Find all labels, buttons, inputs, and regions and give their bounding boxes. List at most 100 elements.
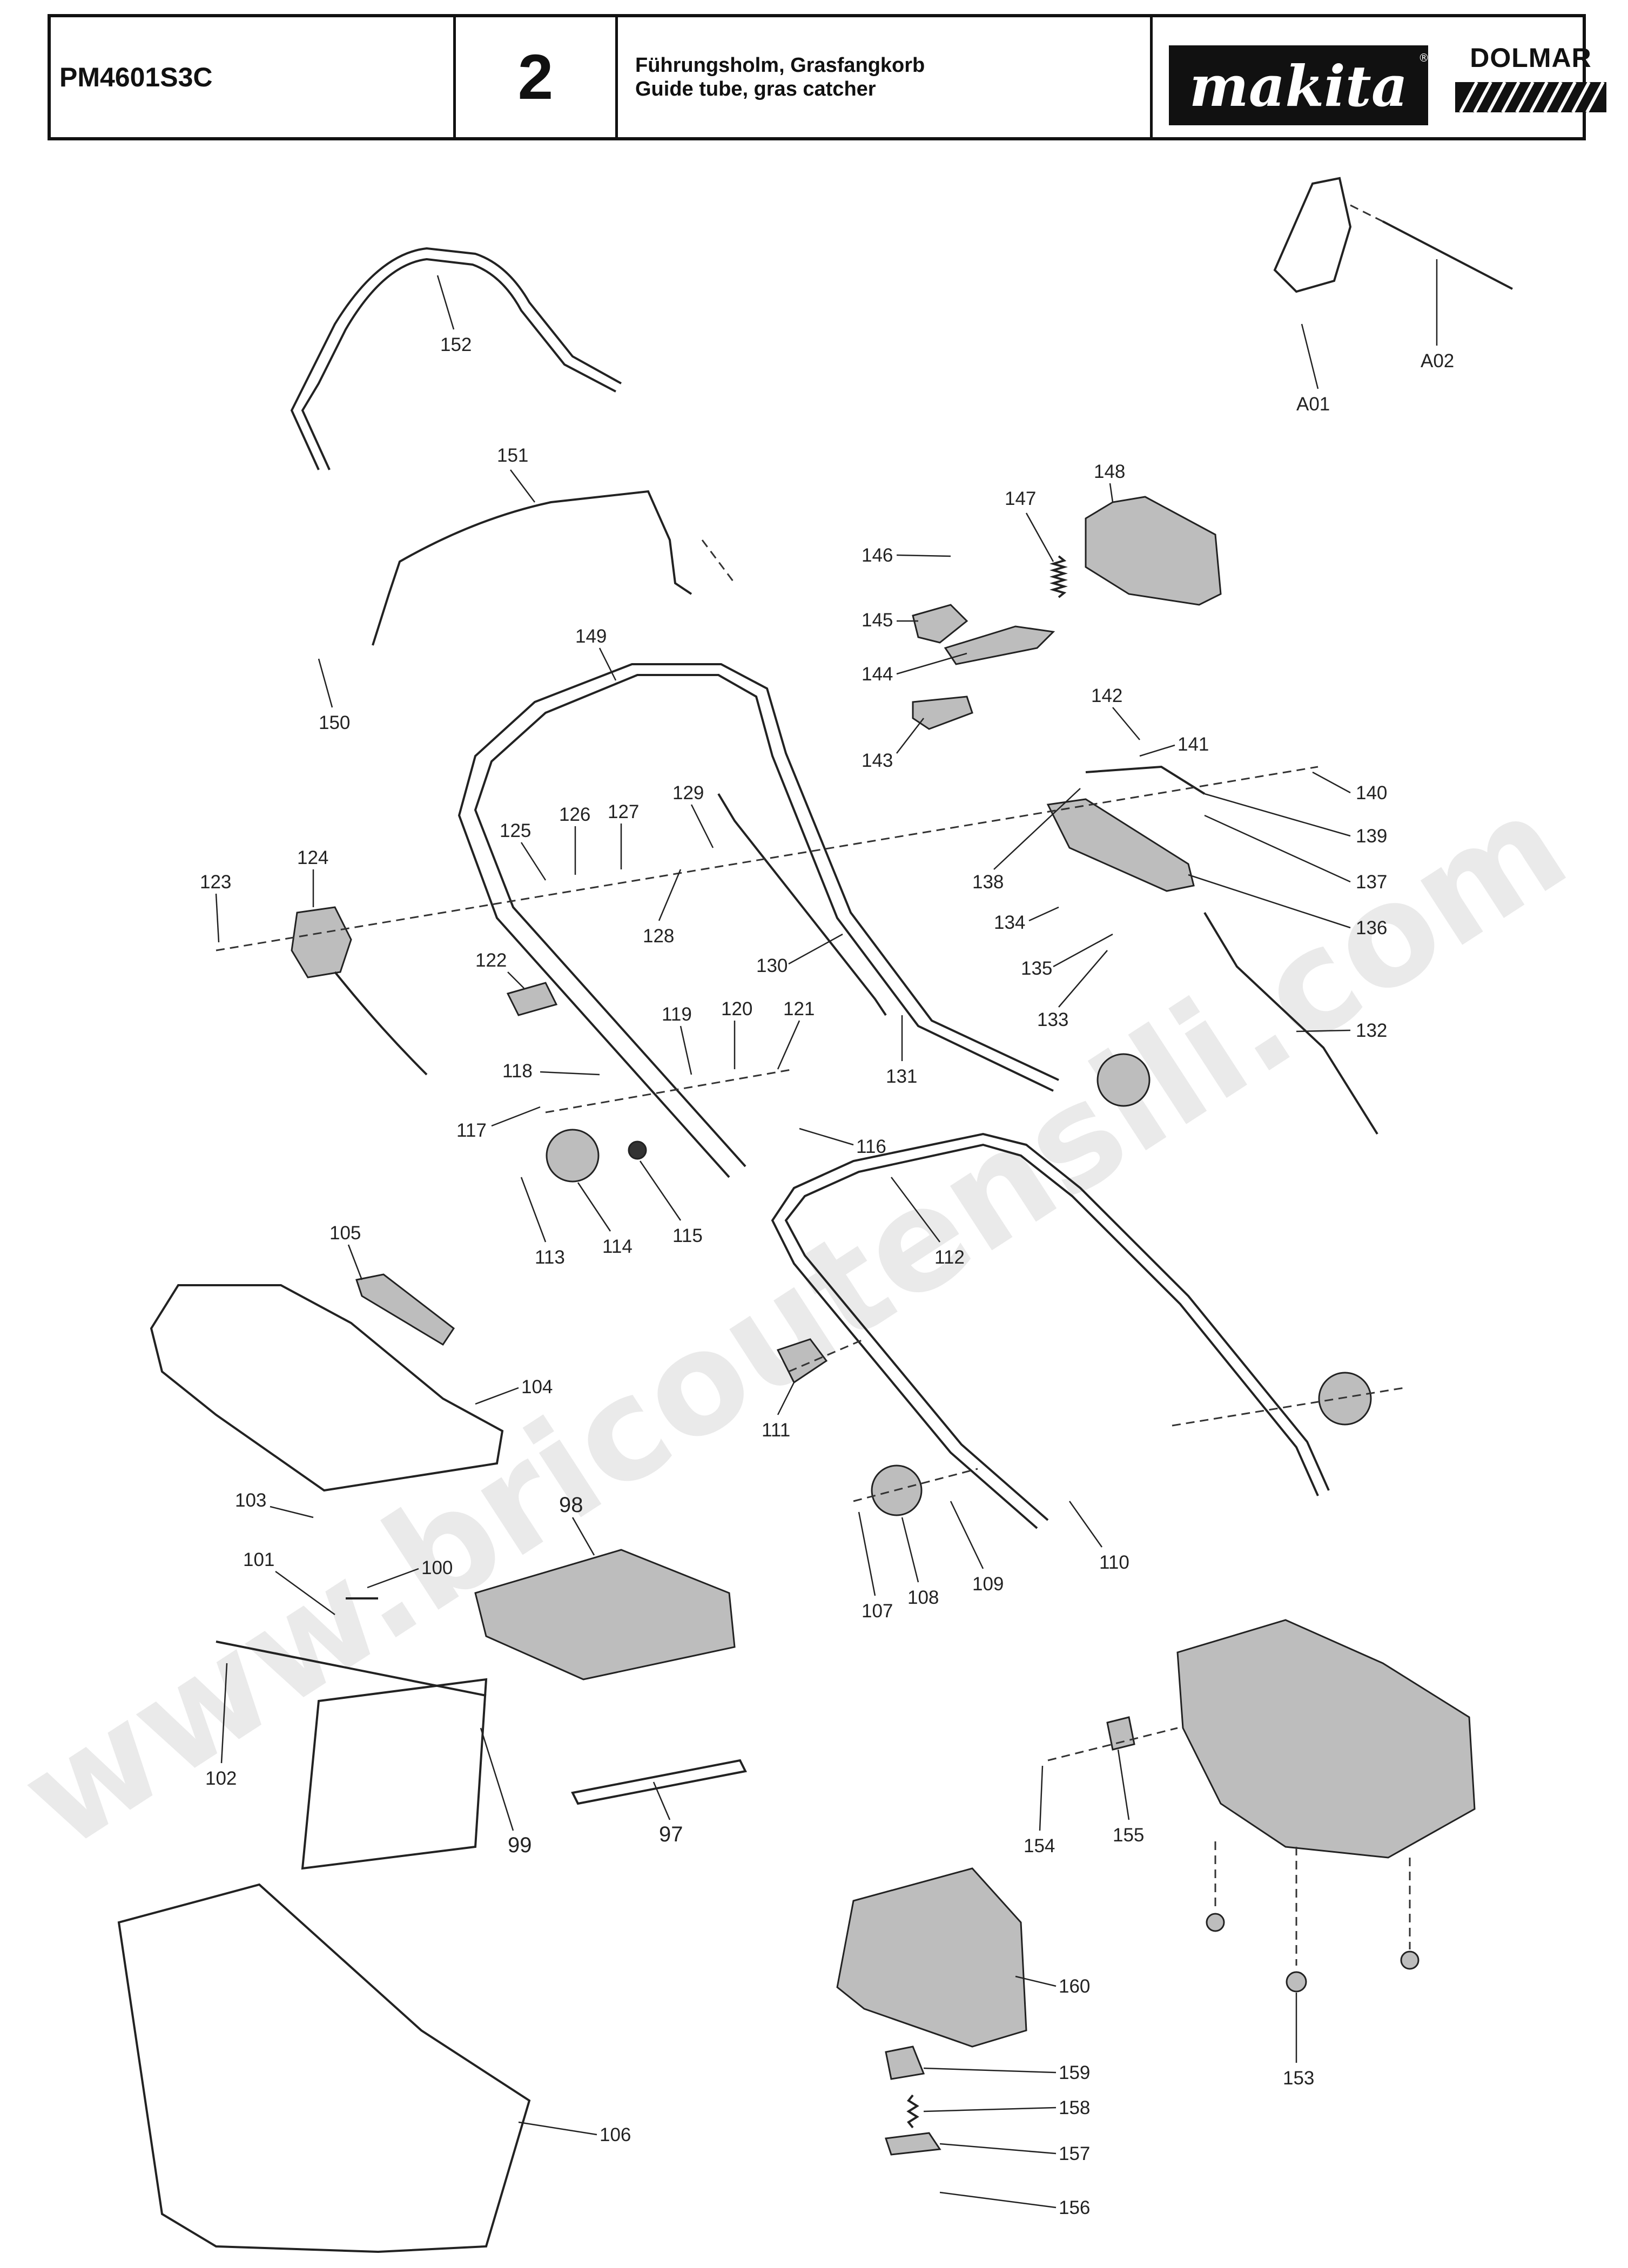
label-157: 157 <box>939 2143 1090 2164</box>
label-145: 145 <box>862 610 918 631</box>
makita-logo-text: makita <box>1189 53 1408 119</box>
label-129: 129 <box>672 782 714 848</box>
label-124: 124 <box>297 847 328 907</box>
label-121: 121 <box>777 998 815 1070</box>
part-104-catcher-top <box>150 1284 504 1492</box>
svg-text:110: 110 <box>1099 1552 1129 1573</box>
title-block: PM4601S3C 2 Führungsholm, Grasfangkorb G… <box>48 14 1606 140</box>
label-138: 138 <box>972 788 1081 893</box>
label-153: 153 <box>1283 1993 1314 2089</box>
label-112: 112 <box>891 1177 965 1268</box>
svg-text:107: 107 <box>862 1601 893 1622</box>
dolmar-stripes <box>1455 82 1606 112</box>
svg-text:98: 98 <box>559 1493 583 1517</box>
svg-text:99: 99 <box>508 1833 532 1857</box>
label-113: 113 <box>520 1177 565 1268</box>
svg-text:97: 97 <box>659 1823 683 1846</box>
label-97: 97 <box>652 1781 683 1846</box>
part-143-grip <box>912 696 973 730</box>
svg-text:138: 138 <box>972 872 1004 893</box>
label-101: 101 <box>243 1549 335 1616</box>
model-number: PM4601S3C <box>51 17 456 137</box>
svg-text:126: 126 <box>559 804 590 825</box>
svg-text:A01: A01 <box>1296 394 1330 415</box>
svg-text:132: 132 <box>1356 1020 1387 1041</box>
part-136-plate <box>1046 798 1195 892</box>
svg-text:128: 128 <box>643 926 674 947</box>
svg-text:156: 156 <box>1059 2197 1090 2218</box>
svg-text:115: 115 <box>672 1225 703 1246</box>
svg-text:148: 148 <box>1094 461 1125 482</box>
label-152: 152 <box>436 275 472 355</box>
part-157-bracket <box>884 2132 941 2156</box>
part-122-clip <box>506 982 558 1016</box>
svg-text:100: 100 <box>421 1557 453 1578</box>
label-154: 154 <box>1024 1765 1055 1857</box>
svg-text:144: 144 <box>862 664 893 685</box>
label-160: 160 <box>1015 1975 1090 1997</box>
svg-text:146: 146 <box>862 545 893 566</box>
svg-text:157: 157 <box>1059 2143 1090 2164</box>
label-115: 115 <box>639 1160 703 1246</box>
svg-text:160: 160 <box>1059 1976 1090 1997</box>
part-A02-rod <box>1382 220 1513 290</box>
label-150: 150 <box>318 658 350 733</box>
part-158-spring <box>906 2094 919 2129</box>
label-159: 159 <box>923 2062 1090 2083</box>
part-130-cable <box>717 793 887 1016</box>
part-106-grass-bag <box>117 1883 531 2253</box>
svg-text:143: 143 <box>862 750 893 771</box>
svg-text:108: 108 <box>907 1587 939 1608</box>
part-100-101-rod <box>216 1597 487 1697</box>
svg-text:149: 149 <box>575 626 607 647</box>
label-155: 155 <box>1113 1749 1144 1846</box>
svg-text:117: 117 <box>456 1120 487 1141</box>
part-160-chute <box>836 1867 1027 2048</box>
svg-text:145: 145 <box>862 610 893 631</box>
label-146: 146 <box>862 545 951 566</box>
label-126: 126 <box>559 804 590 875</box>
part-148-cover <box>1085 496 1222 606</box>
svg-text:111: 111 <box>762 1420 790 1441</box>
label-120: 120 <box>721 998 752 1069</box>
part-153-nut <box>1286 1971 1307 1993</box>
part-98-flap <box>474 1549 736 1680</box>
knob-right-upper <box>1096 1053 1151 1107</box>
label-116: 116 <box>799 1128 886 1157</box>
label-158: 158 <box>923 2097 1090 2118</box>
part-99-frame <box>301 1678 488 1870</box>
svg-text:130: 130 <box>756 955 788 976</box>
svg-text:140: 140 <box>1356 782 1387 804</box>
svg-text:142: 142 <box>1091 685 1122 706</box>
label-135: 135 <box>1021 933 1113 979</box>
part-152-upper-handle <box>290 247 622 470</box>
svg-text:123: 123 <box>200 872 231 893</box>
svg-text:131: 131 <box>886 1066 917 1087</box>
part-A01-sleeve <box>1273 177 1352 293</box>
part-155-clip <box>1106 1716 1135 1751</box>
part-145-lever <box>912 604 968 644</box>
engine-assembly <box>1176 1619 1476 1859</box>
svg-text:135: 135 <box>1021 958 1052 979</box>
svg-text:129: 129 <box>672 782 704 804</box>
part-124-control <box>291 906 352 978</box>
label-136: 136 <box>1188 874 1387 939</box>
svg-text:106: 106 <box>600 2124 631 2145</box>
label-131: 131 <box>886 1015 917 1087</box>
svg-text:159: 159 <box>1059 2062 1090 2083</box>
svg-text:153: 153 <box>1283 2068 1314 2089</box>
label-114: 114 <box>577 1182 633 1257</box>
label-123: 123 <box>200 872 231 943</box>
label-117: 117 <box>456 1106 541 1141</box>
svg-text:105: 105 <box>329 1223 361 1244</box>
label-109: 109 <box>950 1501 1004 1595</box>
svg-text:120: 120 <box>721 998 752 1020</box>
svg-text:101: 101 <box>243 1549 274 1570</box>
part-151-bail <box>372 490 692 646</box>
label-144: 144 <box>862 652 967 685</box>
svg-text:136: 136 <box>1356 917 1387 939</box>
svg-text:112: 112 <box>934 1247 965 1268</box>
label-149: 149 <box>575 626 617 681</box>
sheet-title: Führungsholm, Grasfangkorb Guide tube, g… <box>618 17 1153 137</box>
